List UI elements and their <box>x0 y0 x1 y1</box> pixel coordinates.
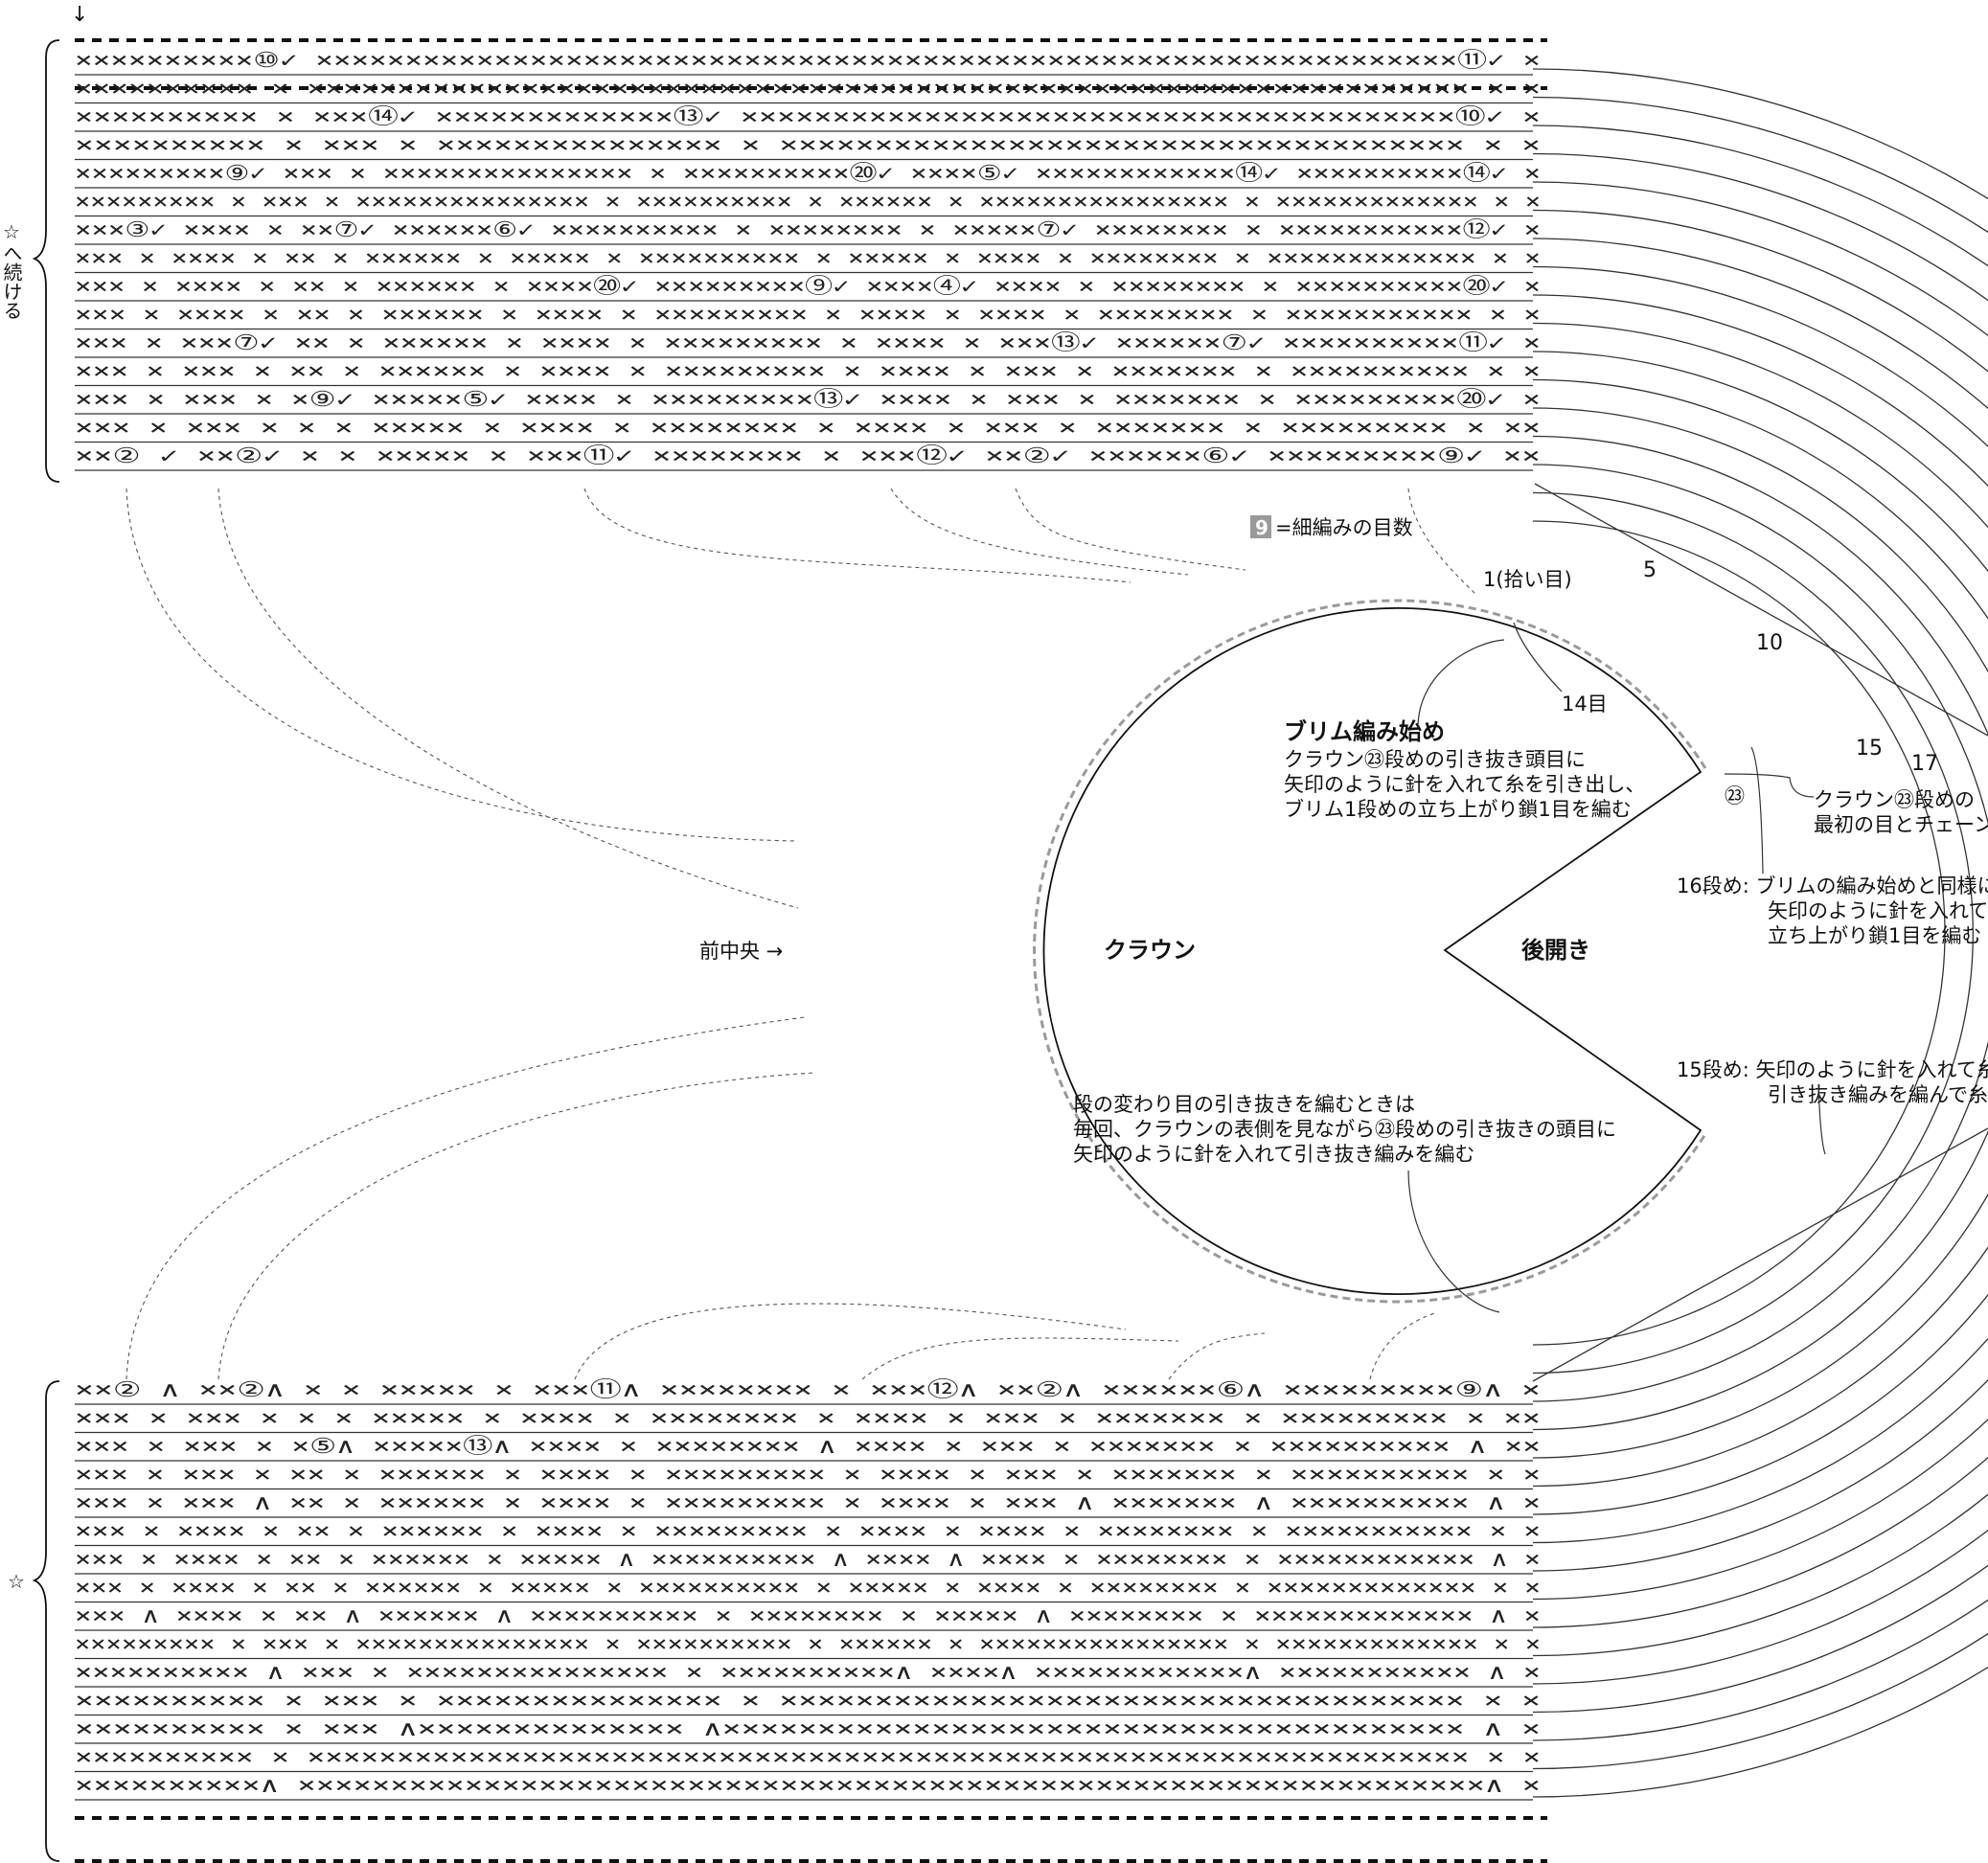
row-number-17: 17 <box>1911 752 1938 776</box>
back-opening-label: 後開き <box>1521 937 1590 964</box>
top-row-4: ×××××××××× × ××× × ××××××××××××××× × ×××… <box>75 134 1541 158</box>
row-number-15: 15 <box>1856 737 1883 761</box>
round-change-leader <box>1407 1170 1500 1313</box>
connection-lines <box>126 488 1476 1380</box>
top-row-2: ×××××××××× × ×××××××××××××××××××××××××××… <box>75 78 1541 102</box>
bottom-row-13: ×××××××××× × ××× ∧×××××××××××××× ∧××××××… <box>75 1717 1541 1741</box>
brim-arc-11 <box>1532 238 1988 1628</box>
top-row-14: ××× × ××× × × × ××××× × ×××× × ×××××××× … <box>75 417 1541 441</box>
brim-edge-bottom <box>1532 1127 1988 1382</box>
pickup-label: 1(拾い目) <box>1483 568 1572 591</box>
bottom-row-14: ×××××××××× × ×××××××××××××××××××××××××××… <box>75 1746 1541 1770</box>
bottom-stitch-rows: ××② ∧ ××②∧ × × ××××× × ×××⑪∧ ×××××××× × … <box>75 1378 1541 1801</box>
row16-note-line-2: 矢印のように針を入れて糸を引き出し、 <box>1768 899 1988 922</box>
top-brace <box>32 39 60 483</box>
bottom-row-10: ××××××××× × ××× × ××××××××××××××× × ××××… <box>75 1633 1541 1657</box>
legend-text: =細編みの目数 <box>1275 516 1413 539</box>
front-center-label: 前中央 → <box>699 940 783 963</box>
round-change-line-3: 矢印のように針を入れて引き抜き編みを編む <box>1073 1143 1474 1166</box>
stitches-14-leader <box>1513 622 1563 693</box>
row16-note-line-1: 16段め: ブリムの編み始めと同様に <box>1677 875 1988 897</box>
brim-arc-16 <box>1532 96 1988 1770</box>
bottom-row-1: ××② ∧ ××②∧ × × ××××× × ×××⑪∧ ×××××××× × … <box>75 1378 1541 1402</box>
row15-note-line-1: 15段め: 矢印のように針を入れて糸を引き出し、 <box>1677 1058 1988 1081</box>
top-row-13: ××× × ××× × ×⑨✓ ×××××⑤✓ ×××× × ×××××××××… <box>75 388 1541 412</box>
bottom-brace <box>32 1380 60 1862</box>
row-number-10: 10 <box>1756 631 1783 655</box>
row16-note-line-3: 立ち上がり鎖1目を編む <box>1768 924 1981 947</box>
chain-note-leader <box>1724 773 1815 798</box>
brim-arc-4 <box>1532 435 1988 1431</box>
brim-start-leader <box>1417 639 1505 729</box>
top-row-10: ××× × ×××× × ×× × ×××××× × ×××× × ××××××… <box>75 304 1541 328</box>
brim-start-line-3: ブリム1段めの立ち上がり鎖1目を編む <box>1284 798 1632 821</box>
crown-round23-dashed <box>1033 599 1707 1304</box>
row16-leader <box>1750 746 1764 875</box>
top-row-3: ×××××××××× × ×××⑭✓ ×××××××××××××⑬✓ ×××××… <box>75 105 1541 129</box>
top-row-7: ×××③✓ ×××× × ××⑦✓ ××××××⑥✓ ×××××××××× × … <box>75 218 1541 242</box>
brim-arc-9 <box>1532 294 1988 1572</box>
brim-start-line-2: 矢印のように針を入れて糸を引き出し、 <box>1284 773 1645 796</box>
top-row-5: ×××××××××⑨✓ ××× × ××××××××××××××× × ××××… <box>75 162 1541 186</box>
crown-label: クラウン <box>1104 937 1196 964</box>
brim-arc-1 <box>1532 520 1946 1346</box>
bottom-row-4: ××× × ××× × ×× × ×××××× × ×××× × ×××××××… <box>75 1464 1541 1488</box>
round-change-line-1: 段の変わり目の引き抜きを編むときは <box>1073 1093 1415 1116</box>
top-marker: ↓ <box>71 3 88 27</box>
bottom-row-11: ×××××××××× ∧ ××× × ××××××××××××××× × ×××… <box>75 1661 1541 1685</box>
top-row-8: ××× × ×××× × ×× × ×××××× × ××××× × ×××××… <box>75 247 1541 271</box>
continue-label: ☆へ続ける <box>0 220 23 320</box>
row-number-5: 5 <box>1643 558 1657 582</box>
brim-arc-3 <box>1532 464 1988 1402</box>
top-row-11: ××× × ×××⑦✓ ×× × ×××××× × ×××× × ×××××××… <box>75 331 1541 355</box>
top-row-9: ××× × ×××× × ×× × ×××××× × ××××⑳✓ ××××××… <box>75 275 1541 299</box>
brim-start-line-1: クラウン㉓段めの引き抜き頭目に <box>1284 748 1586 771</box>
top-row-1: ××××××××××⑩✓ ×××××××××××××××××××××××××××… <box>75 49 1541 73</box>
crown-outline <box>1042 607 1702 1295</box>
stitches-14-label: 14目 <box>1562 693 1608 716</box>
brim-start-title: ブリム編み始め <box>1284 718 1445 745</box>
brim-arc-2 <box>1532 491 1975 1375</box>
brim-arc-8 <box>1532 322 1988 1544</box>
brim-arc-5 <box>1532 407 1988 1459</box>
chain-note-line-1: クラウン㉓段めの <box>1814 788 1975 811</box>
row15-note-line-2: 引き抜き編みを編んで糸を切る <box>1768 1083 1988 1106</box>
brim-arcs <box>1532 68 1988 1798</box>
row15-leader <box>1817 1083 1826 1155</box>
brim-arc-12 <box>1532 209 1988 1657</box>
bottom-row-9: ××× ∧ ×××× × ×× ∧ ×××××× ∧ ×××××××××× × … <box>75 1604 1541 1628</box>
round-change-line-2: 毎回、クラウンの表側を見ながら㉓段めの引き抜きの頭目に <box>1073 1118 1616 1141</box>
brim-arc-17 <box>1532 68 1988 1798</box>
bottom-row-5: ××× × ××× ∧ ×× × ×××××× × ×××× × ×××××××… <box>75 1491 1541 1515</box>
brim-arc-6 <box>1532 378 1988 1488</box>
bottom-row-2: ××× × ××× × × × ××××× × ×××× × ×××××××× … <box>75 1407 1541 1431</box>
legend-badge <box>1250 515 1271 538</box>
top-row-12: ××× × ××× × ×× × ×××××× × ×××× × ×××××××… <box>75 360 1541 384</box>
brim-arc-10 <box>1532 265 1988 1601</box>
bottom-row-7: ××× × ×××× × ×× × ×××××× × ××××× ∧ ×××××… <box>75 1548 1541 1572</box>
top-stitch-rows: ××××××××××⑩✓ ×××××××××××××××××××××××××××… <box>75 49 1541 471</box>
top-row-6: ××××××××× × ××× × ××××××××××××××× × ××××… <box>75 191 1541 215</box>
brim-edge-top <box>1534 483 1988 737</box>
bottom-row-15: ××××××××××∧ ××××××××××××××××××××××××××××… <box>75 1774 1541 1798</box>
top-row-15: ××② ✓ ××②✓ × × ××××× × ×××⑪✓ ×××××××× × … <box>75 444 1541 468</box>
chain-note-line-2: 最初の目とチェーンつなぎ <box>1814 813 1988 836</box>
bottom-row-6: ××× × ×××× × ×× × ×××××× × ×××× × ××××××… <box>75 1520 1541 1544</box>
brim-arc-7 <box>1532 351 1988 1515</box>
brim-arc-15 <box>1532 125 1988 1741</box>
bottom-row-12: ×××××××××× × ××× × ××××××××××××××× × ×××… <box>75 1690 1541 1714</box>
round23-marker: ㉓ <box>1725 784 1745 807</box>
bottom-row-8: ××× × ×××× × ×× × ×××××× × ××××× × ×××××… <box>75 1577 1541 1601</box>
brim-arc-14 <box>1532 152 1988 1714</box>
legend-badge-number: 9 <box>1255 516 1268 539</box>
brim-arc-13 <box>1532 181 1988 1685</box>
bottom-row-3: ××× × ××× × ×⑤∧ ×××××⑬∧ ×××× × ×××××××× … <box>75 1435 1541 1459</box>
star-label: ☆ <box>8 1570 25 1593</box>
